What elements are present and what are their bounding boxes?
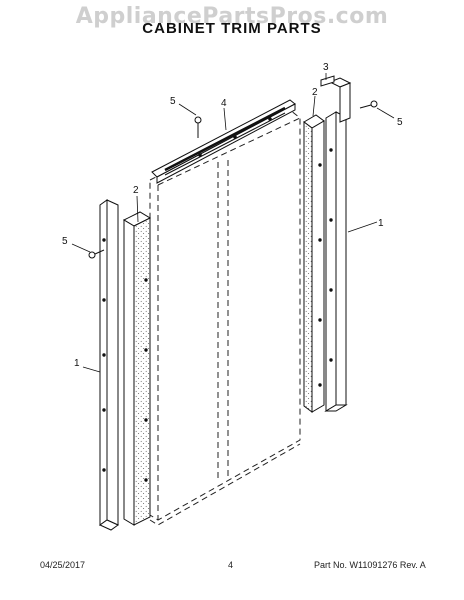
watermark: AppliancePartsPros.com [75, 4, 389, 29]
callout-1-right: 1 [378, 218, 384, 229]
top-trim-part [151, 99, 296, 184]
callout-5-right: 5 [397, 117, 403, 128]
callout-1-left: 1 [74, 358, 80, 369]
callout-2-left: 2 [133, 185, 139, 196]
right-side-trim-part [324, 77, 352, 412]
callout-2-right: 2 [312, 87, 318, 98]
screw-top [194, 116, 202, 138]
pin-part [320, 75, 335, 87]
screw-left [88, 249, 105, 259]
left-foam-strip-part [122, 211, 152, 526]
callout-4: 4 [221, 98, 227, 109]
footer-date: 04/25/2017 [40, 560, 86, 570]
callout-5-left: 5 [62, 236, 68, 247]
callout-5-top: 5 [170, 96, 176, 107]
callout-3: 3 [323, 62, 329, 73]
leader-lines [71, 73, 395, 373]
footer-page-number: 4 [228, 560, 234, 570]
left-side-trim-part [99, 199, 119, 531]
right-foam-strip-part [303, 114, 325, 413]
footer-part-number: Part No. W11091276 Rev. A [314, 560, 426, 570]
diagram-title: CABINET TRIM PARTS [142, 20, 322, 37]
screw-right [359, 100, 378, 109]
